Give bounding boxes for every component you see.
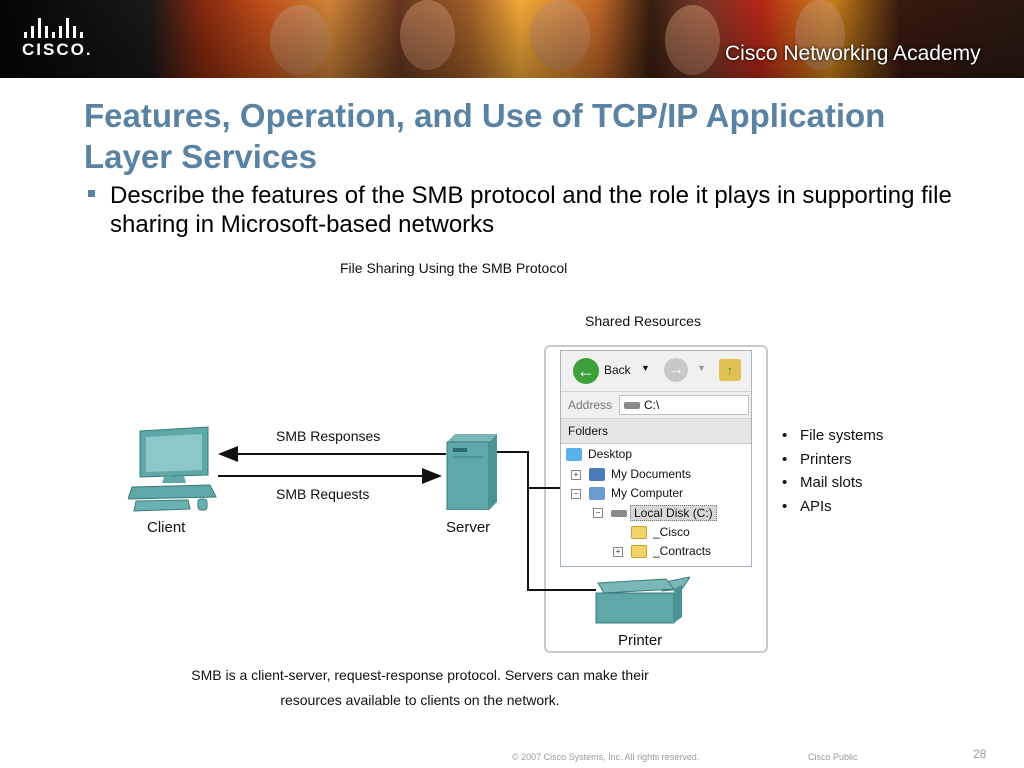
server-label: Server xyxy=(446,519,491,536)
cisco-wordmark: CISCO. xyxy=(22,40,93,59)
folders-pane-header: Folders xyxy=(561,419,751,444)
client-label: Client xyxy=(147,519,186,536)
smb-requests-label: SMB Requests xyxy=(276,486,370,502)
caption-line: resources available to clients on the ne… xyxy=(280,692,560,708)
collapse-minus-icon[interactable]: − xyxy=(571,489,581,499)
slide-bullet: Describe the features of the SMB protoco… xyxy=(110,182,952,238)
resource-label: Printers xyxy=(800,450,852,468)
caption-line: SMB is a client-server, request-response… xyxy=(191,667,649,683)
file-explorer-window: ← Back ▼ → ▼ ↑ Address C:\ Folders Deskt… xyxy=(560,350,752,567)
server-icon xyxy=(446,434,497,510)
computer-icon xyxy=(589,487,605,500)
back-arrow-icon[interactable]: ← xyxy=(573,358,599,384)
tree-label: My Computer xyxy=(611,486,684,500)
resource-label: Mail slots xyxy=(800,474,863,491)
drive-icon xyxy=(611,510,627,517)
documents-icon xyxy=(589,468,605,481)
back-button-label[interactable]: Back xyxy=(604,363,631,377)
back-dropdown-icon[interactable]: ▼ xyxy=(641,363,650,373)
tree-label: My Documents xyxy=(611,467,692,481)
address-label: Address xyxy=(568,398,613,412)
cisco-bars-icon xyxy=(24,18,94,38)
tree-label: _Contracts xyxy=(653,544,712,558)
address-field[interactable]: C:\ xyxy=(619,395,749,415)
banner-photo xyxy=(795,0,845,70)
figure-caption: SMB is a client-server, request-response… xyxy=(140,663,700,713)
tree-label: Local Disk (C:) xyxy=(630,505,717,521)
smb-responses-label: SMB Responses xyxy=(276,428,381,444)
server-to-explorer-line xyxy=(497,451,560,489)
tree-label: Desktop xyxy=(588,447,633,461)
address-value: C:\ xyxy=(644,398,660,412)
desktop-icon xyxy=(566,448,582,461)
resource-list: •File systems •Printers •Mail slots •API… xyxy=(782,427,883,521)
explorer-toolbar: ← Back ▼ → ▼ ↑ xyxy=(561,351,751,392)
shared-resources-label: Shared Resources xyxy=(585,313,701,329)
cisco-logo: CISCO. xyxy=(22,14,92,64)
expand-plus-icon[interactable]: + xyxy=(571,470,581,480)
printer-label: Printer xyxy=(618,632,663,649)
expand-plus-icon[interactable]: + xyxy=(613,547,623,557)
folders-label: Folders xyxy=(568,424,609,438)
forward-dropdown-icon[interactable]: ▼ xyxy=(697,363,706,373)
banner-photo xyxy=(530,0,590,70)
banner-photo xyxy=(270,5,330,75)
folder-icon xyxy=(631,545,647,558)
header-banner: CISCO. Cisco Networking Academy xyxy=(0,0,1024,78)
slide-title: Features, Operation, and Use of TCP/IP A… xyxy=(84,97,886,175)
forward-arrow-icon[interactable]: → xyxy=(664,358,688,382)
folder-icon xyxy=(631,526,647,539)
resource-label: APIs xyxy=(800,497,832,515)
academy-name: Cisco Networking Academy xyxy=(725,42,981,65)
list-item: •Mail slots xyxy=(782,474,863,491)
banner-photo xyxy=(665,5,720,75)
address-bar: Address C:\ xyxy=(561,392,751,419)
client-computer-icon xyxy=(128,426,217,512)
folder-up-icon[interactable]: ↑ xyxy=(719,359,741,381)
banner-photo xyxy=(400,0,455,70)
drive-icon xyxy=(624,402,640,409)
list-item: •APIs xyxy=(782,497,832,515)
page-number: 28 xyxy=(973,747,987,761)
classification-text: Cisco Public xyxy=(808,752,858,762)
collapse-minus-icon[interactable]: − xyxy=(593,508,603,518)
figure-title: File Sharing Using the SMB Protocol xyxy=(340,260,568,276)
list-item: •File systems xyxy=(782,427,884,444)
bullet-square-icon xyxy=(88,190,95,197)
copyright-text: © 2007 Cisco Systems, Inc. All rights re… xyxy=(512,752,700,762)
tree-label: _Cisco xyxy=(653,525,690,539)
list-item: •Printers xyxy=(782,450,852,468)
server-to-printer-line xyxy=(527,488,596,591)
printer-icon xyxy=(595,576,690,624)
resource-label: File systems xyxy=(800,427,884,444)
